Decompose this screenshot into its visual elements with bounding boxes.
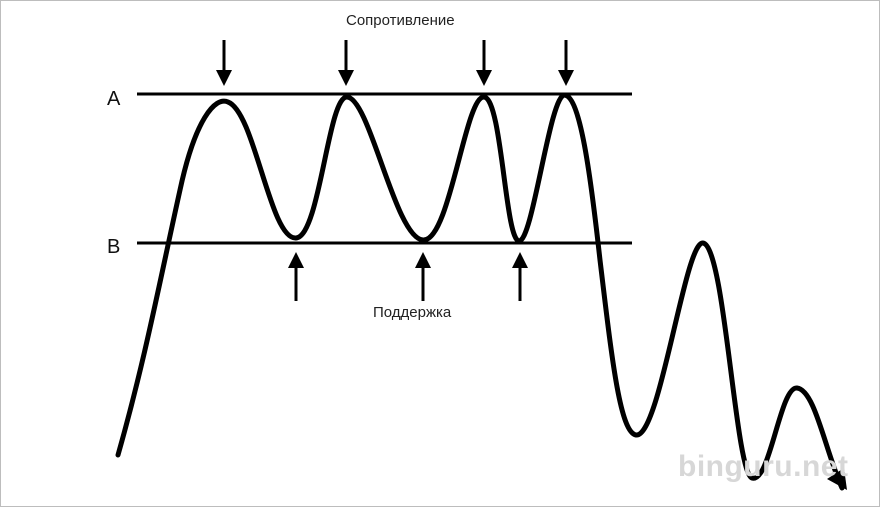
resistance-caption: Сопротивление: [346, 12, 455, 29]
support-arrow: [288, 252, 304, 301]
resistance-arrow: [338, 40, 354, 86]
support-arrow: [415, 252, 431, 301]
support-arrow: [512, 252, 528, 301]
support-caption: Поддержка: [373, 304, 452, 321]
level-a-label: A: [107, 88, 121, 110]
resistance-arrow: [558, 40, 574, 86]
resistance-arrow: [476, 40, 492, 86]
watermark-text: binguru.net: [678, 450, 849, 483]
price-curve: [115, 92, 845, 491]
resistance-arrow: [216, 40, 232, 86]
curve-arrowhead: [827, 468, 847, 490]
level-b-label: B: [107, 236, 121, 258]
